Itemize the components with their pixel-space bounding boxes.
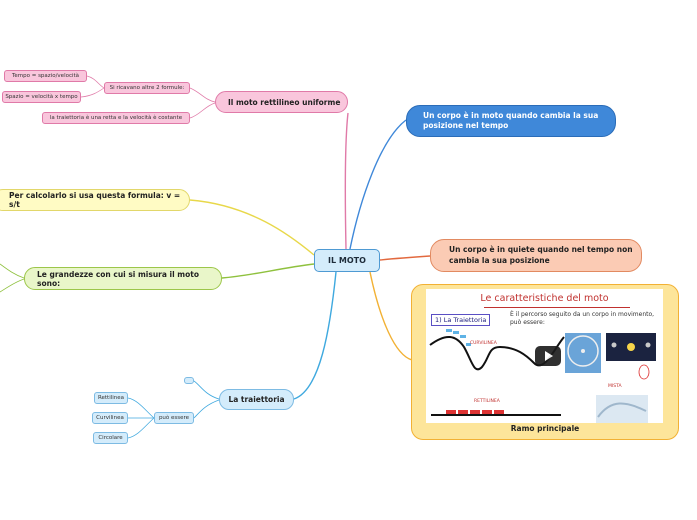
subtopic-formule[interactable]: Si ricavano altre 2 formule: [104, 82, 190, 94]
ramo-principale-label: Ramo principale [510, 424, 580, 433]
video-title: Le caratteristiche del moto [480, 293, 609, 304]
video-label-curvilinea: CURVILINEA [470, 341, 497, 346]
topic-grandezze-label: Le grandezze con cui si misura il moto s… [37, 269, 200, 288]
topic-moto-rettilineo-label: Il moto rettilineo uniforme [228, 97, 341, 107]
subtopic-traiettoria-retta-label: la traiettoria è una retta e la velocità… [49, 115, 183, 121]
subtopic-curvilinea-label: Curvilinea [96, 415, 124, 421]
topic-moto-rettilineo[interactable]: Il moto rettilineo uniforme [215, 91, 348, 113]
topic-formula-label: Per calcolarlo si usa questa formula: v … [9, 191, 181, 209]
topic-moto[interactable]: Un corpo è in moto quando cambia la sua … [406, 105, 616, 137]
subtopic-spazio-label: Spazio = velocità x tempo [5, 94, 78, 100]
play-button[interactable] [535, 346, 561, 366]
video-tag: 1) La Traiettoria [431, 314, 491, 326]
topic-formula[interactable]: Per calcolarlo si usa questa formula: v … [0, 189, 190, 211]
topic-quiete-label: Un corpo è in quiete quando nel tempo no… [449, 245, 633, 265]
subtopic-puo-essere-label: può essere [158, 415, 190, 421]
topic-traiettoria[interactable]: La traiettoria [219, 389, 294, 410]
topic-moto-label: Un corpo è in moto quando cambia la sua … [423, 110, 599, 131]
subtopic-formule-label: Si ricavano altre 2 formule: [109, 85, 185, 91]
subtopic-circolare[interactable]: Circolare [93, 432, 128, 444]
subtopic-traiettoria-retta[interactable]: la traiettoria è una retta e la velocità… [42, 112, 190, 124]
play-icon [545, 351, 553, 361]
central-topic[interactable]: IL MOTO [314, 249, 380, 272]
subtopic-rettilinea[interactable]: Rettilinea [94, 392, 128, 404]
topic-ramo-principale[interactable]: Le caratteristiche del moto 1) La Traiet… [411, 284, 679, 440]
video-label-mista: MISTA [608, 384, 622, 389]
video-description: È il percorso seguito da un corpo in mov… [510, 311, 655, 326]
subtopic-puo-essere[interactable]: può essere [154, 412, 194, 424]
video-title-underline [484, 307, 630, 308]
video-label-rettilinea: RETTILINEA [474, 399, 500, 404]
subtopic-tempo[interactable]: Tempo = spazio/velocità [4, 70, 87, 82]
subtopic-circolare-label: Circolare [98, 435, 123, 441]
central-topic-label: IL MOTO [328, 256, 366, 265]
subtopic-tempo-label: Tempo = spazio/velocità [11, 73, 80, 79]
trajectory-drawing [429, 329, 656, 423]
subtopic-rettilinea-label: Rettilinea [97, 395, 125, 401]
subtopic-curvilinea[interactable]: Curvilinea [92, 412, 128, 424]
topic-grandezze[interactable]: Le grandezze con cui si misura il moto s… [24, 267, 222, 290]
subtopic-empty[interactable] [184, 377, 194, 384]
topic-traiettoria-label: La traiettoria [228, 395, 285, 404]
subtopic-spazio[interactable]: Spazio = velocità x tempo [2, 91, 81, 103]
topic-quiete[interactable]: Un corpo è in quiete quando nel tempo no… [430, 239, 642, 272]
video-thumbnail[interactable]: Le caratteristiche del moto 1) La Traiet… [426, 289, 663, 423]
